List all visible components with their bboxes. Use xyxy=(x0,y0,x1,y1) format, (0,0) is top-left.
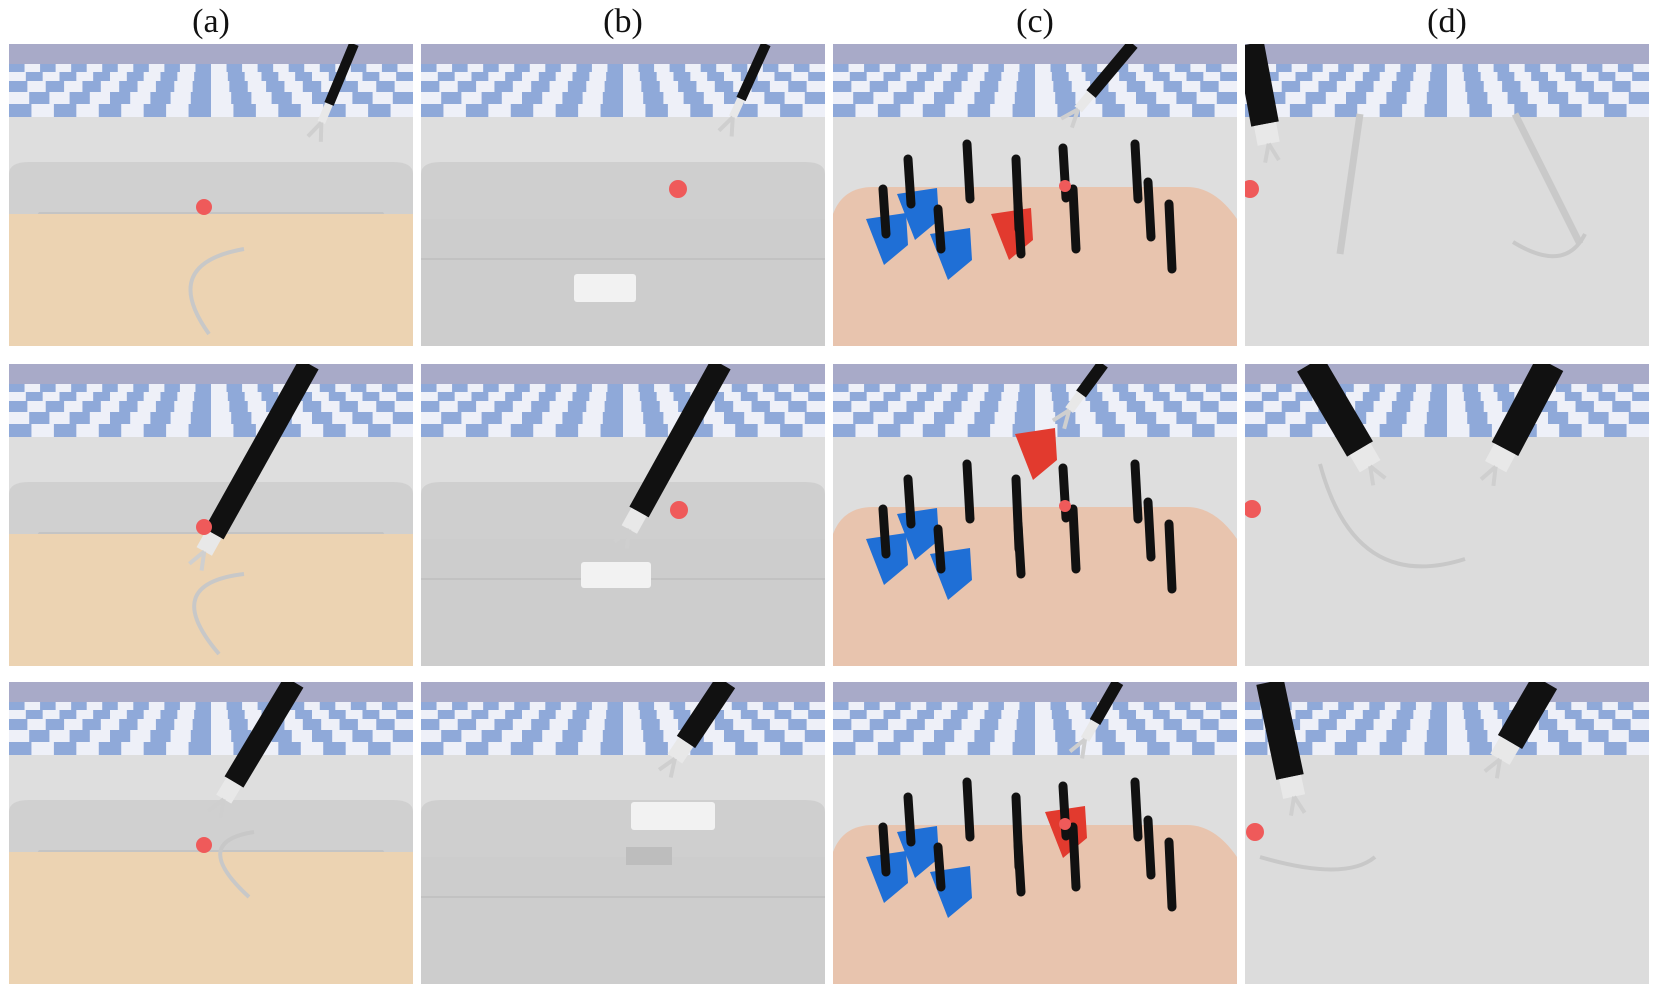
target-marker xyxy=(196,199,212,215)
instrument-right xyxy=(1479,364,1564,487)
peg xyxy=(1013,519,1026,579)
suture-needle xyxy=(188,247,245,336)
peg-board xyxy=(833,187,1237,346)
target-marker xyxy=(1245,180,1259,198)
peg xyxy=(1068,822,1081,892)
scene-panel-d-1 xyxy=(1245,44,1649,346)
target-marker xyxy=(1059,180,1071,192)
column-label-c: (c) xyxy=(1016,3,1054,40)
peg xyxy=(878,504,891,559)
gauze xyxy=(574,274,636,302)
peg xyxy=(1130,777,1143,842)
suture-needle xyxy=(192,572,245,656)
peg xyxy=(962,139,975,204)
peg-board xyxy=(833,825,1237,984)
peg xyxy=(1013,837,1026,897)
peg xyxy=(933,524,946,574)
column-label-d: (d) xyxy=(1427,3,1467,40)
scene-panel-a-2 xyxy=(9,364,413,666)
peg xyxy=(903,792,916,847)
transfer-block xyxy=(866,533,908,585)
target-marker xyxy=(1245,500,1261,518)
peg xyxy=(1164,199,1177,274)
target-marker xyxy=(1246,823,1264,841)
tissue-surface xyxy=(9,852,413,984)
peg xyxy=(878,184,891,239)
peg xyxy=(903,474,916,529)
peg xyxy=(1143,177,1156,242)
instrument-arm xyxy=(717,44,771,137)
transfer-block xyxy=(866,851,908,903)
tissue-surface xyxy=(9,214,413,346)
peg xyxy=(1130,459,1143,524)
target-marker xyxy=(1059,818,1071,830)
instrument-arm xyxy=(1068,682,1124,759)
instrument-arm xyxy=(1060,44,1138,129)
scene-panel-d-3 xyxy=(1245,682,1649,984)
peg xyxy=(962,777,975,842)
peg xyxy=(1143,815,1156,880)
scene-panel-b-3 xyxy=(421,682,825,984)
peg xyxy=(1164,519,1177,594)
instrument-left xyxy=(1256,682,1307,816)
floor xyxy=(1245,755,1649,984)
target-marker xyxy=(196,837,212,853)
tray-floor xyxy=(421,539,825,666)
peg xyxy=(903,154,916,209)
instrument-left xyxy=(1245,44,1281,164)
gauze xyxy=(631,802,715,830)
target-marker xyxy=(669,180,687,198)
scene-panel-b-1 xyxy=(421,44,825,346)
column-label-b: (b) xyxy=(603,3,643,40)
peg xyxy=(962,459,975,524)
floor xyxy=(1245,117,1649,346)
transfer-block xyxy=(1015,428,1057,480)
scene-panel-c-1 xyxy=(833,44,1237,346)
peg xyxy=(933,204,946,254)
peg xyxy=(1068,504,1081,574)
scene-panel-c-3 xyxy=(833,682,1237,984)
suture-needle xyxy=(1259,855,1377,872)
peg xyxy=(933,842,946,892)
instrument-arm xyxy=(188,364,319,571)
target-marker xyxy=(670,501,688,519)
instrument-arm xyxy=(306,44,359,142)
peg xyxy=(1164,837,1177,912)
gauze xyxy=(581,562,651,588)
peg xyxy=(1143,497,1156,562)
scene-panel-d-2 xyxy=(1245,364,1649,666)
suture-needle xyxy=(218,830,255,899)
instrument-arm xyxy=(657,682,736,778)
transfer-block xyxy=(866,213,908,265)
peg xyxy=(1068,184,1081,254)
peg xyxy=(1013,199,1026,259)
instrument-left xyxy=(1297,364,1387,486)
scene-panel-b-2 xyxy=(421,364,825,666)
suture-needle xyxy=(1511,233,1587,259)
scene-panel-a-3 xyxy=(9,682,413,984)
target-marker xyxy=(196,519,212,535)
column-label-a: (a) xyxy=(192,3,230,40)
floor xyxy=(1245,437,1649,666)
tray-floor xyxy=(421,857,825,984)
peg xyxy=(1130,139,1143,204)
suture-needle xyxy=(1318,463,1466,569)
instrument-right xyxy=(1483,682,1558,779)
scene-panel-a-1 xyxy=(9,44,413,346)
peg xyxy=(878,822,891,877)
instrument-arm xyxy=(613,364,731,549)
instrument-arm xyxy=(207,682,304,819)
instrument-arm xyxy=(1051,364,1108,430)
peg-board xyxy=(833,507,1237,666)
target-marker xyxy=(1059,500,1071,512)
scene-panel-c-2 xyxy=(833,364,1237,666)
